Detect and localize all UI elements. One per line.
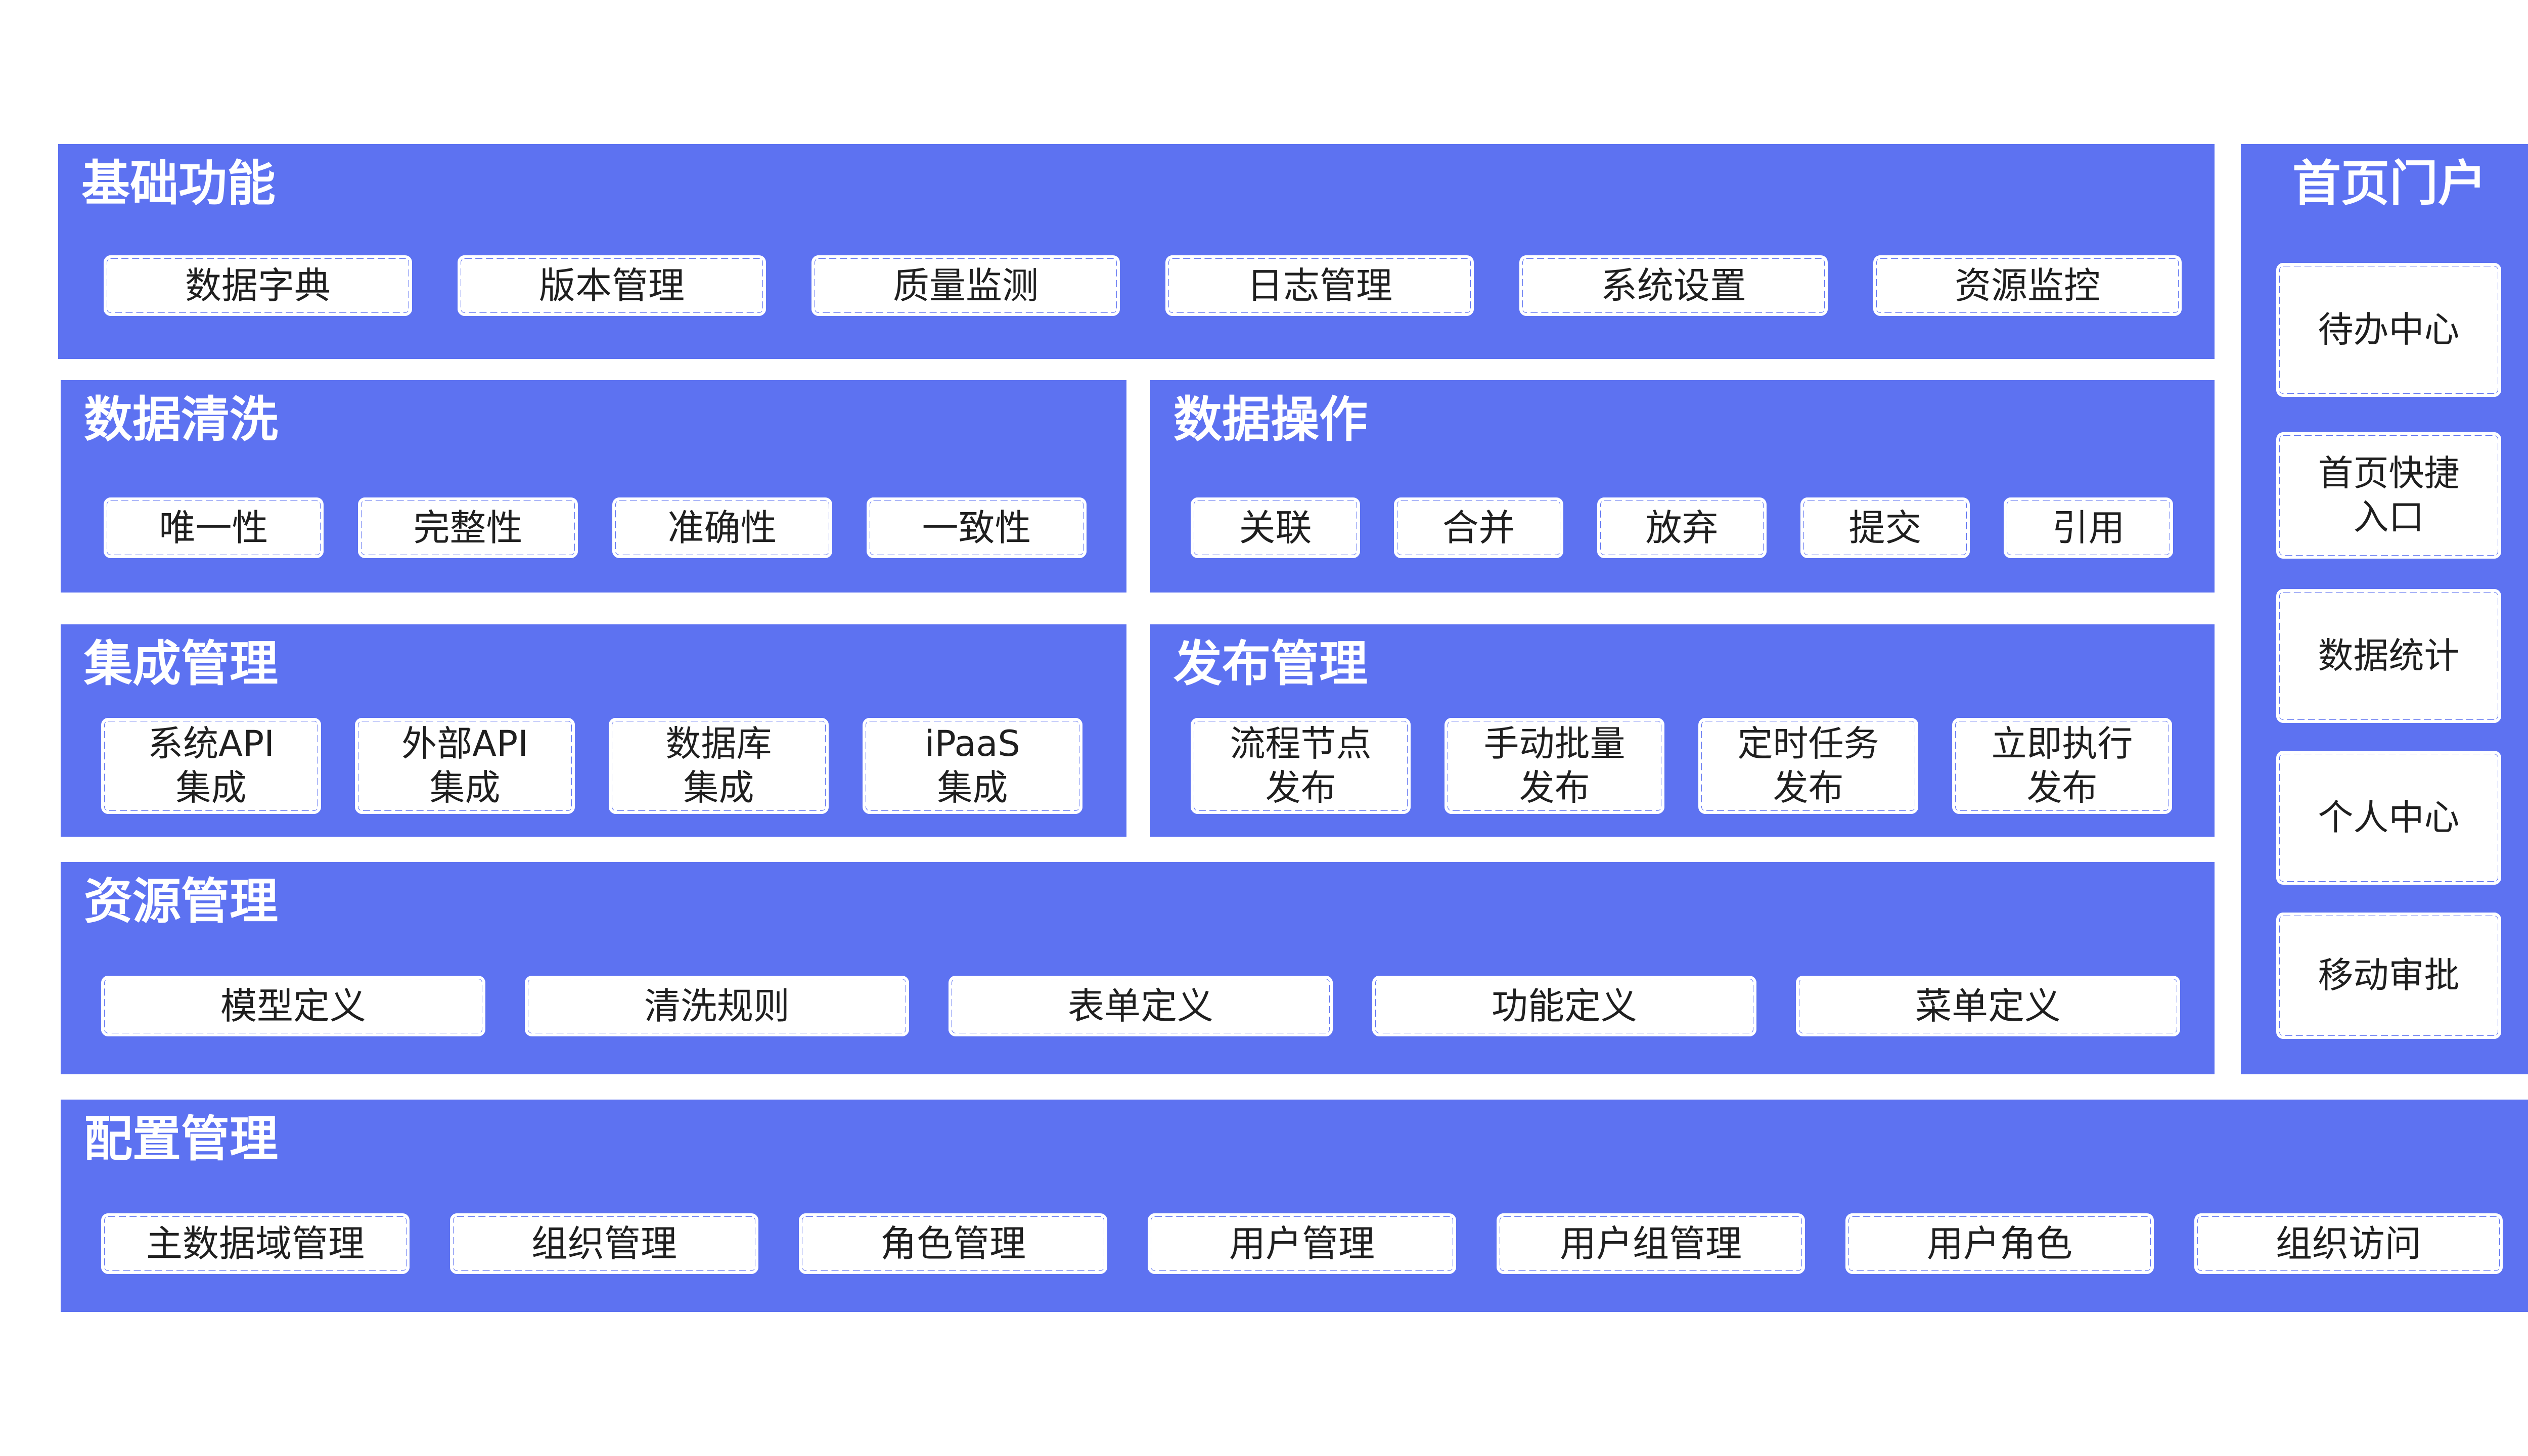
- item-user-group-management[interactable]: 用户组管理: [1497, 1213, 1805, 1274]
- panel-basic-functions: 基础功能 数据字典 版本管理 质量监测 日志管理 系统设置 资源监控: [58, 144, 2215, 359]
- item-cleaning-rules[interactable]: 清洗规则: [525, 976, 909, 1036]
- item-external-api-integration[interactable]: 外部API 集成: [355, 718, 575, 814]
- item-version-management[interactable]: 版本管理: [458, 255, 766, 316]
- panel-title: 数据操作: [1173, 391, 1368, 448]
- item-todo-center[interactable]: 待办中心: [2276, 263, 2501, 397]
- panel-configuration-management: 配置管理 主数据域管理 组织管理 角色管理 用户管理 用户组管理 用户角色 组织…: [61, 1100, 2528, 1312]
- item-mobile-approval[interactable]: 移动审批: [2276, 913, 2501, 1039]
- item-reference[interactable]: 引用: [2004, 497, 2173, 558]
- panel-integration-management: 集成管理 系统API 集成 外部API 集成 数据库 集成 iPaaS 集成: [61, 624, 1126, 837]
- panel-title: 配置管理: [84, 1111, 278, 1167]
- item-system-settings[interactable]: 系统设置: [1519, 255, 1828, 316]
- item-ipaas-integration[interactable]: iPaaS 集成: [863, 718, 1082, 814]
- item-organization-access[interactable]: 组织访问: [2194, 1213, 2503, 1274]
- panel-title: 发布管理: [1173, 635, 1368, 692]
- item-form-definition[interactable]: 表单定义: [949, 976, 1333, 1036]
- item-resource-monitoring[interactable]: 资源监控: [1873, 255, 2182, 316]
- item-user-management[interactable]: 用户管理: [1148, 1213, 1456, 1274]
- item-quality-monitoring[interactable]: 质量监测: [811, 255, 1120, 316]
- item-database-integration[interactable]: 数据库 集成: [609, 718, 829, 814]
- panel-title: 集成管理: [84, 635, 278, 692]
- item-consistency[interactable]: 一致性: [867, 497, 1087, 558]
- panel-title: 首页门户: [2292, 155, 2487, 212]
- item-uniqueness[interactable]: 唯一性: [104, 497, 324, 558]
- panel-data-cleaning: 数据清洗 唯一性 完整性 准确性 一致性: [61, 380, 1126, 593]
- item-menu-definition[interactable]: 菜单定义: [1796, 976, 2180, 1036]
- panel-home-portal: 首页门户 待办中心 首页快捷 入口 数据统计 个人中心 移动审批: [2241, 144, 2528, 1074]
- item-submit[interactable]: 提交: [1800, 497, 1970, 558]
- item-immediate-publish[interactable]: 立即执行 发布: [1952, 718, 2172, 814]
- panel-title: 资源管理: [84, 873, 278, 930]
- item-personal-center[interactable]: 个人中心: [2276, 751, 2501, 885]
- item-role-management[interactable]: 角色管理: [799, 1213, 1107, 1274]
- item-accuracy[interactable]: 准确性: [612, 497, 832, 558]
- item-system-api-integration[interactable]: 系统API 集成: [101, 718, 321, 814]
- item-organization-management[interactable]: 组织管理: [450, 1213, 758, 1274]
- item-data-statistics[interactable]: 数据统计: [2276, 589, 2501, 723]
- panel-title: 基础功能: [81, 155, 276, 212]
- item-log-management[interactable]: 日志管理: [1165, 255, 1474, 316]
- item-function-definition[interactable]: 功能定义: [1372, 976, 1756, 1036]
- item-manual-batch-publish[interactable]: 手动批量 发布: [1444, 718, 1664, 814]
- panel-data-operations: 数据操作 关联 合并 放弃 提交 引用: [1150, 380, 2215, 593]
- item-abandon[interactable]: 放弃: [1597, 497, 1767, 558]
- panel-resource-management: 资源管理 模型定义 清洗规则 表单定义 功能定义 菜单定义: [61, 862, 2215, 1074]
- panel-publish-management: 发布管理 流程节点 发布 手动批量 发布 定时任务 发布 立即执行 发布: [1150, 624, 2215, 837]
- item-model-definition[interactable]: 模型定义: [101, 976, 485, 1036]
- item-data-dictionary[interactable]: 数据字典: [104, 255, 412, 316]
- item-associate[interactable]: 关联: [1191, 497, 1360, 558]
- item-merge[interactable]: 合并: [1394, 497, 1563, 558]
- item-completeness[interactable]: 完整性: [358, 497, 578, 558]
- panel-title: 数据清洗: [84, 391, 278, 448]
- item-home-shortcut-entry[interactable]: 首页快捷 入口: [2276, 432, 2501, 559]
- item-master-data-domain[interactable]: 主数据域管理: [101, 1213, 410, 1274]
- item-flow-node-publish[interactable]: 流程节点 发布: [1191, 718, 1411, 814]
- item-user-roles[interactable]: 用户角色: [1845, 1213, 2154, 1274]
- item-scheduled-task-publish[interactable]: 定时任务 发布: [1698, 718, 1918, 814]
